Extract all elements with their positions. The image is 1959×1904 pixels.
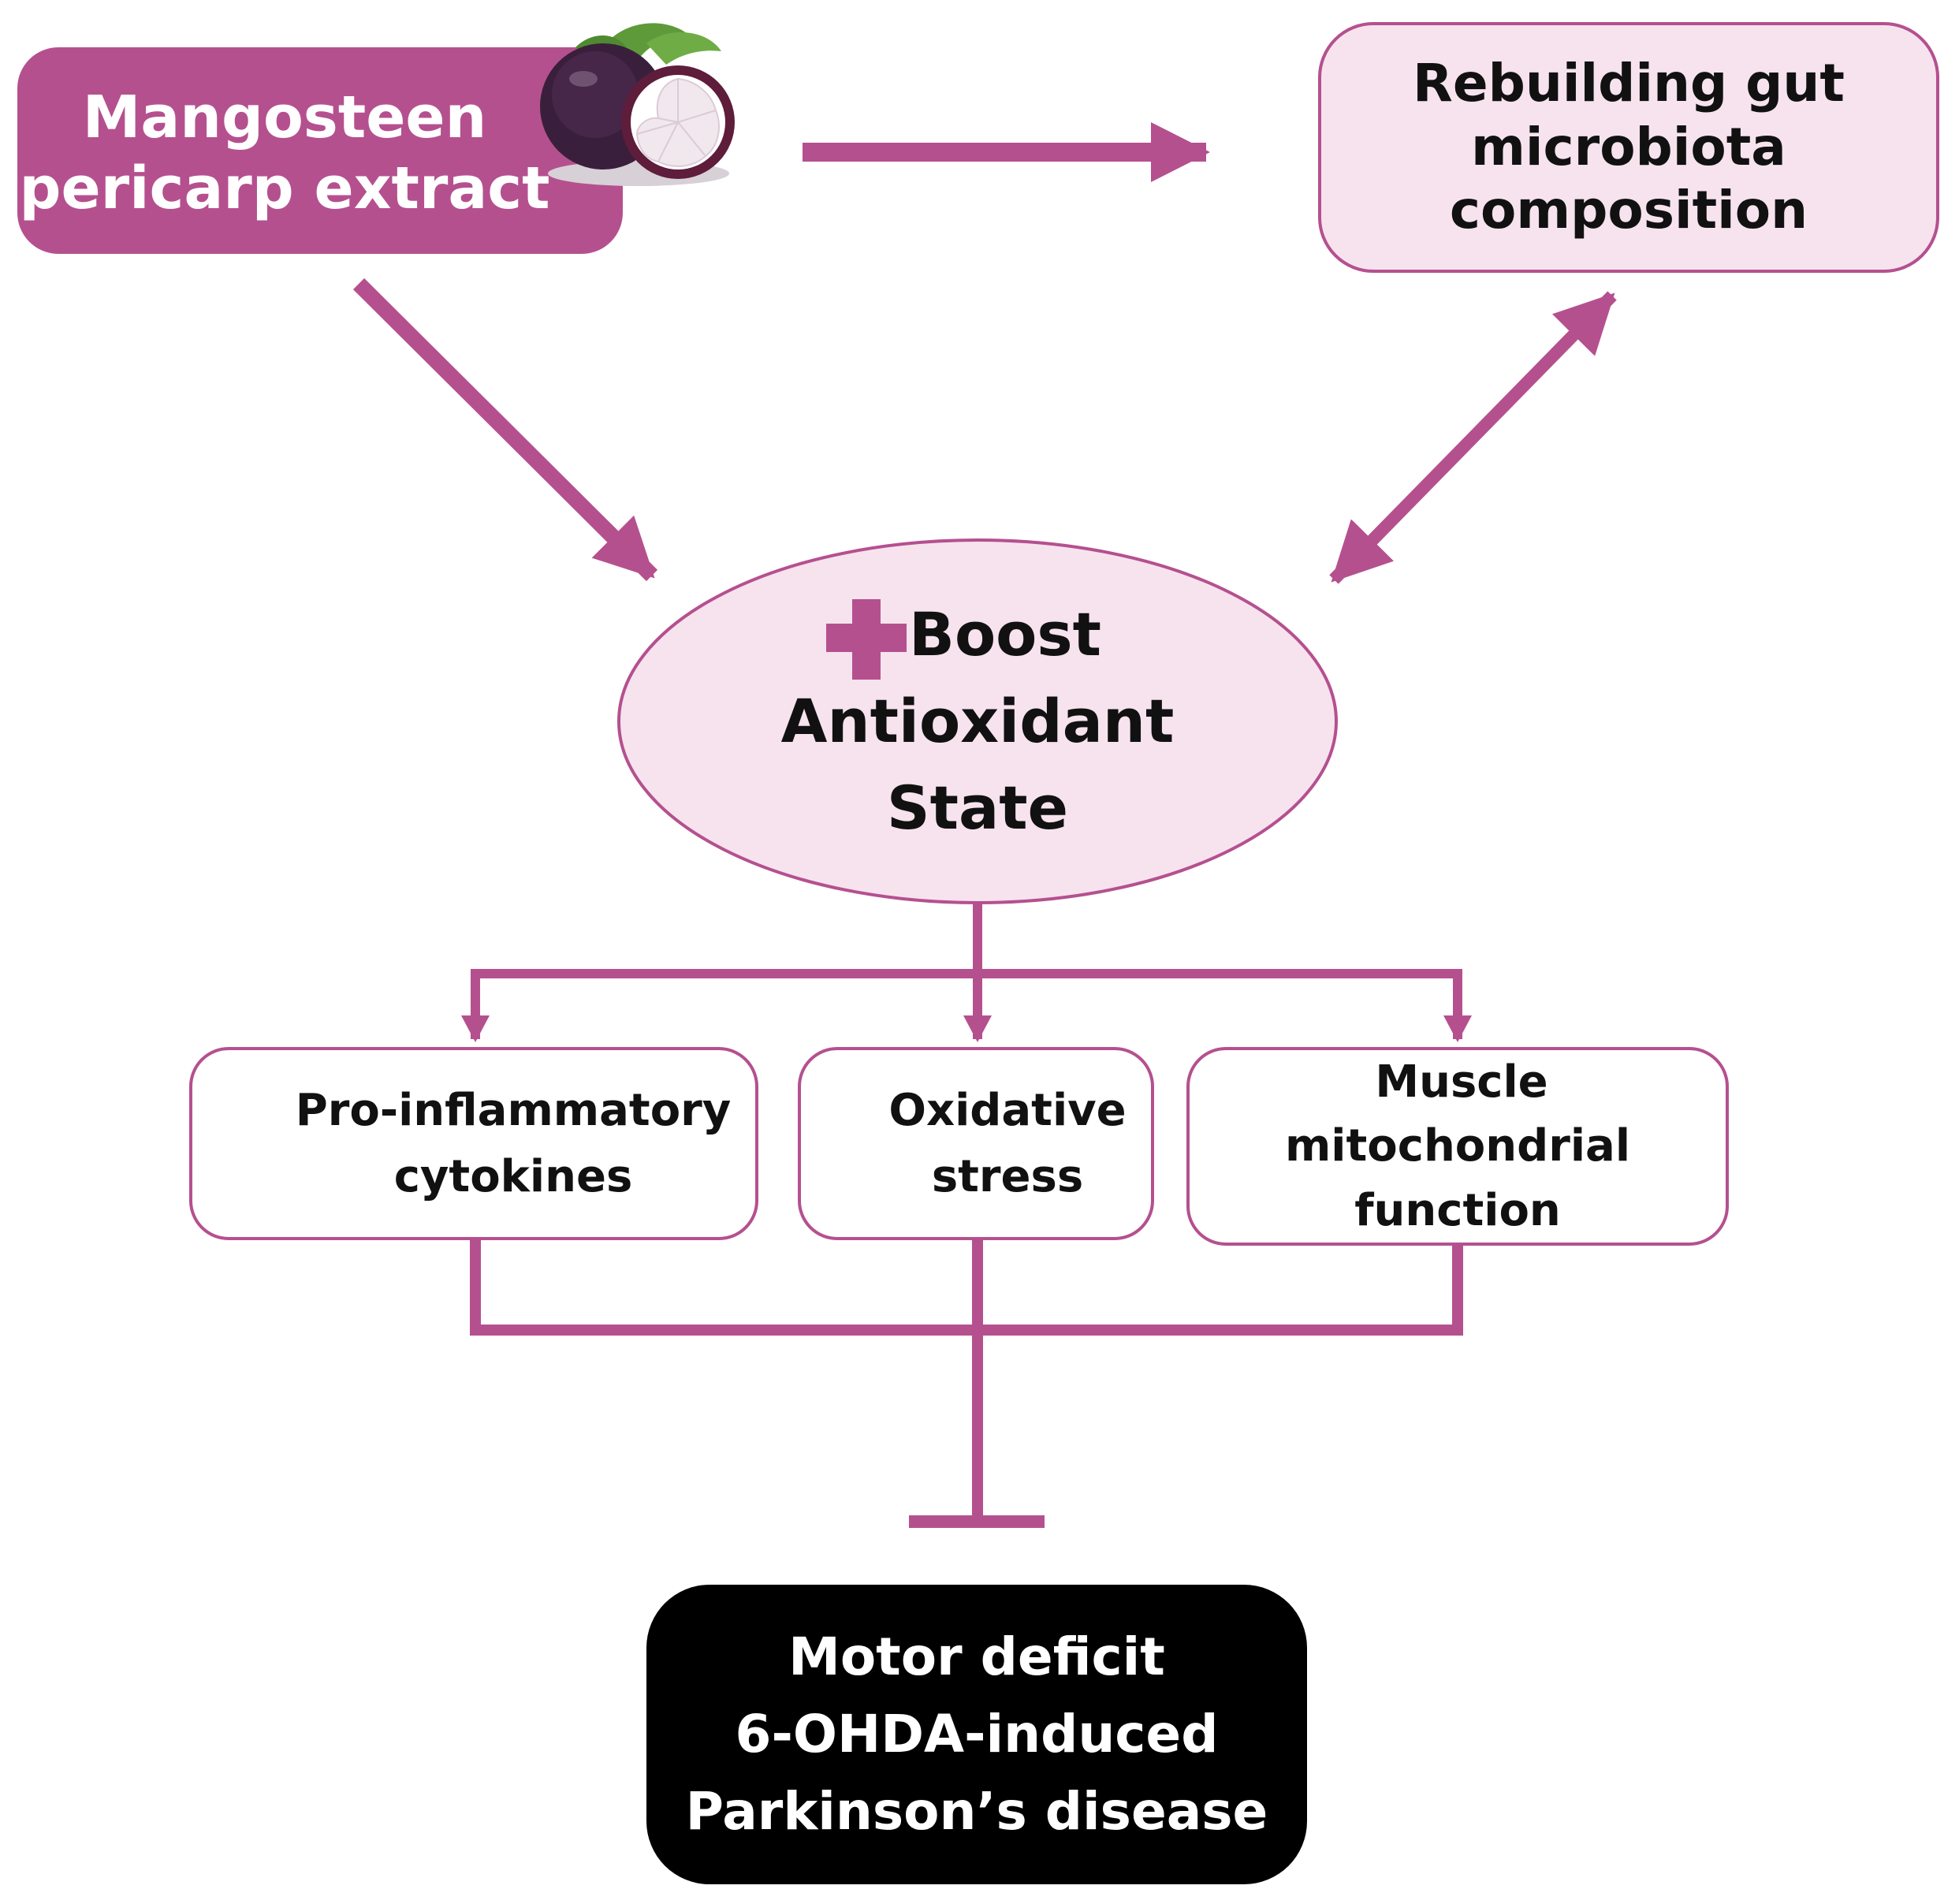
effect-line: Pro-inflammatory: [295, 1084, 732, 1136]
outcome-line-1: Motor deficit: [788, 1626, 1165, 1688]
boost-line-2: Antioxidant: [780, 685, 1175, 756]
effect-muscle-mitochondrial-function: Muscle mitochondrial function: [1186, 1047, 1729, 1246]
boost-ellipse: [617, 538, 1338, 904]
effect-line: cytokines: [393, 1150, 633, 1202]
branch-connector: [461, 903, 1472, 1042]
plus-icon: [826, 599, 907, 680]
effect-line: stress: [931, 1150, 1084, 1202]
effect-line: function: [1354, 1184, 1561, 1236]
gut-line-2: microbiota: [1471, 116, 1786, 177]
effect-line: Oxidative: [888, 1084, 1127, 1136]
boost-line-1: Boost: [909, 598, 1101, 669]
outcome-line-3: Parkinson’s disease: [685, 1780, 1268, 1842]
extract-node: Mangosteen pericarp extract: [17, 47, 623, 254]
extract-line-1: Mangosteen: [82, 83, 487, 151]
inhibit-connector: [470, 1240, 1463, 1522]
outcome-line-2: 6-OHDA-induced: [735, 1704, 1219, 1765]
effect-line: Muscle: [1375, 1056, 1548, 1108]
mangosteen-fruit-icon: [540, 23, 735, 186]
boost-line-3: State: [886, 773, 1069, 844]
effect-pro-inflammatory-cytokines: Pro-inflammatory cytokines: [189, 1047, 758, 1240]
gut-microbiota-node: Rebuilding gut microbiota composition: [1318, 22, 1939, 273]
arrow-gut-boost-bidirectional: [1329, 291, 1617, 584]
effect-oxidative-stress: Oxidative stress: [798, 1047, 1154, 1240]
arrow-extract-to-boost: [352, 278, 658, 582]
boost-antioxidant-node: Boost Antioxidant State: [619, 540, 1336, 903]
extract-line-2: pericarp extract: [19, 155, 550, 222]
effect-line: mitochondrial: [1284, 1120, 1631, 1172]
gut-line-3: composition: [1449, 180, 1808, 241]
gut-line-1: Rebuilding gut: [1413, 53, 1845, 114]
motor-deficit-parkinsons-node: Motor deficit 6-OHDA-induced Parkinson’s…: [646, 1585, 1307, 1884]
